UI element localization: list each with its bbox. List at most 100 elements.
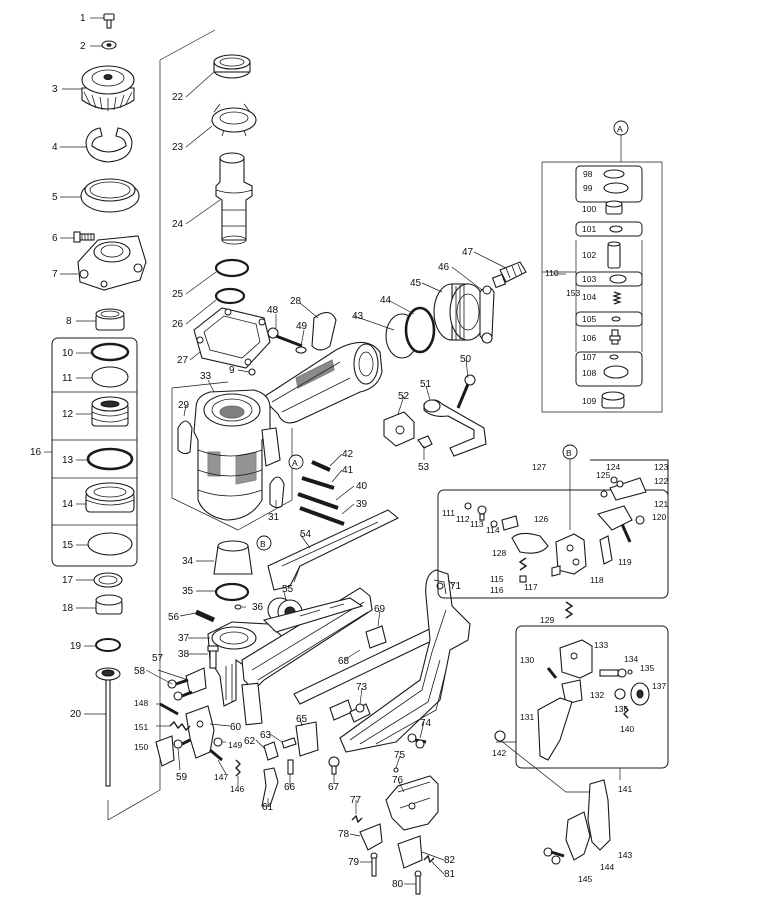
part-52-block: [383, 411, 415, 447]
callout-60: 60: [230, 722, 242, 733]
part-45-end-cap: [433, 283, 487, 341]
upper-middle-parts: [193, 54, 337, 376]
part-115-spring: [518, 557, 528, 571]
part-14-bumper: [85, 482, 135, 513]
part-1-screw: [103, 13, 115, 29]
callout-113: 113: [470, 519, 484, 529]
callout-10: 10: [62, 348, 74, 359]
callout-118: 118: [590, 575, 604, 585]
callout-75: 75: [394, 750, 406, 761]
callout-7: 7: [52, 269, 58, 280]
part-107: [609, 354, 619, 360]
part-13-o-ring: [86, 447, 134, 471]
part-17-ring: [93, 572, 123, 588]
part-65-plate: [295, 721, 319, 757]
callout-45: 45: [410, 278, 422, 289]
callout-148: 148: [134, 698, 148, 708]
group-b-box: [437, 444, 669, 619]
part-131: [537, 697, 573, 761]
callout-74: 74: [420, 718, 432, 729]
part-151-spring: [169, 720, 191, 732]
callout-53: 53: [418, 462, 430, 473]
callout-25: 25: [172, 289, 184, 300]
callout-17: 17: [62, 575, 74, 586]
part-31-side-cover: [269, 476, 285, 509]
part-117: [551, 565, 561, 577]
callout-22: 22: [172, 92, 184, 103]
part-54-guide: [267, 509, 400, 591]
callout-58: 58: [134, 666, 146, 677]
part-80-pin: [414, 870, 422, 895]
part-111: [464, 502, 472, 510]
callout-101: 101: [582, 224, 596, 234]
callout-29: 29: [178, 400, 190, 411]
callout-65: 65: [296, 714, 308, 725]
part-63-pin: [281, 737, 297, 749]
part-116: [519, 575, 527, 583]
callout-24: 24: [172, 219, 184, 230]
part-6-screw: [73, 231, 95, 243]
callout-33: 33: [200, 371, 212, 382]
part-51-hook: [423, 399, 487, 457]
callout-57: 57: [152, 653, 164, 664]
callout-55: 55: [282, 584, 294, 595]
callout-9: 9: [229, 365, 235, 376]
callout-110: 110: [545, 268, 559, 278]
callout-120: 120: [652, 512, 666, 522]
callout-104: 104: [582, 292, 596, 302]
callout-23: 23: [172, 142, 184, 153]
callout-111: 111: [442, 508, 455, 518]
part-35-o-ring: [214, 582, 250, 602]
part-26-o-ring: [214, 287, 246, 305]
part-22-seal: [213, 54, 251, 79]
part-137: [630, 682, 650, 706]
part-23-retainer: [211, 103, 257, 137]
callout-100: 100: [582, 204, 596, 214]
callout-42: 42: [342, 449, 354, 460]
part-150-bracket: [155, 735, 175, 767]
part-62-spring: [263, 741, 279, 761]
callout-76: 76: [392, 775, 404, 786]
part-53-nut: [417, 435, 433, 449]
part-99: [603, 182, 629, 194]
callout-143: 143: [618, 850, 632, 860]
callout-128: 128: [492, 548, 506, 558]
part-47-fitting: [491, 261, 527, 289]
magazine-assembly: [241, 569, 471, 753]
callout-108: 108: [582, 368, 596, 378]
part-81-spring: [423, 854, 435, 864]
ref-a-body-label: A: [292, 458, 298, 468]
part-145-bolts: [543, 847, 565, 865]
callout-137: 137: [652, 681, 666, 691]
callout-116: 116: [490, 585, 504, 595]
group-141-box: [494, 625, 669, 793]
part-19-o-ring: [95, 638, 121, 652]
callout-44: 44: [380, 295, 392, 306]
callout-66: 66: [284, 782, 296, 793]
part-77-spring: [351, 814, 363, 824]
part-118: [599, 535, 613, 565]
callout-145: 145: [578, 874, 592, 884]
callout-16: 16: [30, 447, 42, 458]
callout-69: 69: [374, 604, 386, 615]
part-59-bolt: [173, 738, 191, 749]
ref-a-body: [288, 454, 304, 470]
part-125: [600, 490, 608, 498]
callout-34: 34: [182, 556, 194, 567]
callout-142: 142: [492, 748, 506, 758]
part-130: [546, 667, 558, 679]
callout-124: 124: [606, 462, 620, 472]
part-48-bolt: [267, 327, 303, 348]
callout-132: 132: [590, 690, 604, 700]
rear-cap-parts: [383, 261, 527, 457]
callout-54: 54: [300, 529, 312, 540]
part-108: [603, 365, 629, 379]
part-114: [501, 515, 519, 531]
part-134: [599, 668, 627, 678]
callout-40: 40: [356, 481, 368, 492]
callout-59: 59: [176, 772, 188, 783]
part-113: [490, 520, 498, 528]
callout-35: 35: [182, 586, 194, 597]
part-69-stopper: [365, 625, 387, 649]
callout-27: 27: [177, 355, 189, 366]
